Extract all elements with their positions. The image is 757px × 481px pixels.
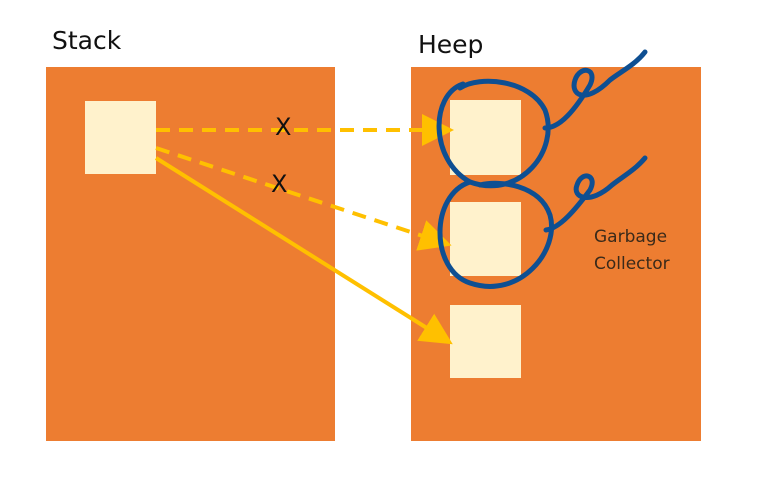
solid-reference-arrow <box>154 156 453 345</box>
garbage-collector-label: Garbage Collector <box>594 224 670 278</box>
broken-reference-mark-1: X <box>275 113 292 141</box>
heap-object-1 <box>450 100 521 175</box>
heap-object-3 <box>450 305 521 378</box>
gc-label-line-2: Collector <box>594 254 670 274</box>
stack-title: Stack <box>52 26 122 55</box>
dashed-reference-arrow-2 <box>155 146 452 251</box>
gc-label-line-1: Garbage <box>594 227 668 247</box>
heap-object-2 <box>450 202 521 276</box>
garbage-collector-scribble-2 <box>437 155 648 289</box>
garbage-collector-scribble-1 <box>436 49 648 189</box>
broken-reference-mark-2: X <box>271 170 288 198</box>
heap-title: Heep <box>418 30 484 59</box>
stack-reference-object <box>85 101 156 174</box>
